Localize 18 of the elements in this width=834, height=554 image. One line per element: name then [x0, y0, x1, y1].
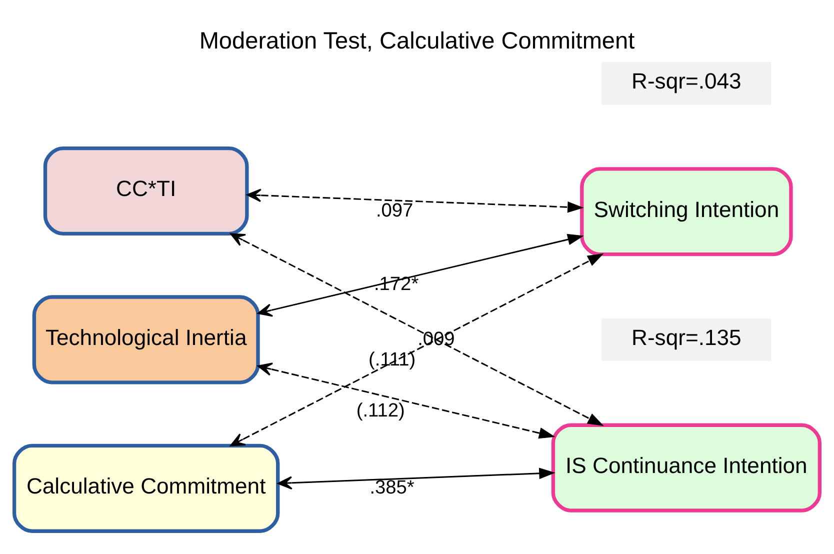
edge-label: (.111)	[368, 348, 416, 370]
node-label: R-sqr=.135	[632, 324, 742, 350]
node-box: IS Continuance Intention	[551, 422, 822, 512]
node-box: Switching Intention	[580, 166, 793, 256]
arrow	[246, 188, 584, 212]
node-box: Technological Inertia	[32, 294, 260, 384]
edge-label: .385*	[370, 476, 414, 498]
arrow	[278, 467, 556, 490]
arrow	[230, 232, 604, 426]
arrow	[230, 252, 604, 446]
arrow	[258, 233, 584, 316]
node-box: CC*TI	[43, 146, 249, 236]
arrow	[258, 362, 556, 438]
edge-label: (.112)	[356, 400, 405, 422]
diagram-title: Moderation Test, Calculative Commitment	[199, 27, 635, 54]
edge-label: .097	[376, 200, 414, 222]
node-box: Calculative Commitment	[12, 443, 280, 532]
node-label: R-sqr=.043	[632, 68, 742, 94]
